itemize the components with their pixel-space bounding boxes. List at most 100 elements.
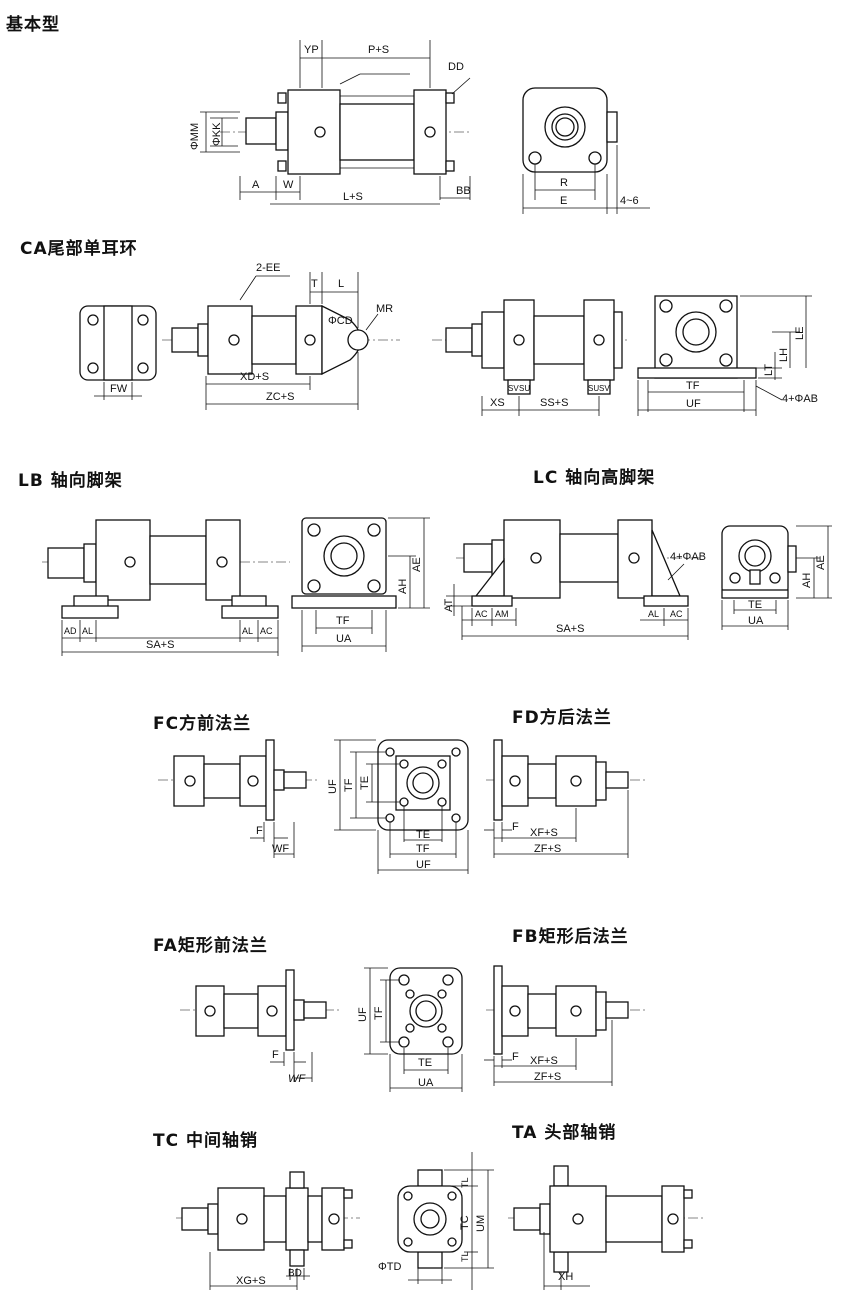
dim-sas-1: SA+S [146, 639, 174, 651]
dim-wf-fa: WF [288, 1073, 306, 1085]
lb-side-view: AD AL AL AC SA+S [42, 519, 290, 656]
dim-r: R [560, 177, 568, 189]
dim-ac-2: AC [475, 609, 488, 619]
dim-tc: TC [459, 1215, 471, 1230]
dim-te-fc-v: TE [359, 776, 371, 790]
title-fa: FA矩形前法兰 [153, 936, 268, 956]
lb-end-view: TF UA AH AE [291, 517, 430, 652]
dim-te-fc: TE [416, 829, 430, 841]
fc-side-view: F WF [158, 739, 318, 858]
title-fc: FC方前法兰 [153, 714, 252, 734]
dim-sss: SS+S [540, 397, 568, 409]
dim-bb: BB [456, 185, 471, 197]
dim-w: W [283, 179, 294, 191]
dim-ac-1: AC [260, 626, 273, 636]
dim-ah-lc: AH [801, 573, 813, 588]
dim-ac-3: AC [670, 609, 683, 619]
dim-uf-fc: UF [327, 779, 339, 794]
ca-clevis-view: FW [79, 305, 157, 400]
fc-flange-view: UF TF TE TE TF UF [327, 739, 469, 874]
dim-ae-lc: AE [815, 555, 827, 570]
dim-ua-fa: UA [418, 1077, 434, 1089]
dim-f-fa: F [272, 1049, 279, 1061]
dim-td: ΦTD [378, 1261, 401, 1273]
dim-cd: ΦCD [328, 315, 353, 327]
dim-tf-fc-v: TF [343, 778, 355, 792]
dim-tf: TF [686, 380, 700, 392]
dim-a: A [252, 179, 260, 191]
dim-l: L [338, 278, 344, 290]
dim-al-3: AL [648, 609, 659, 619]
dim-xh: XH [558, 1271, 573, 1283]
dim-lt: LT [763, 364, 775, 376]
dim-lh: LH [778, 348, 790, 362]
dim-ah-lb: AH [397, 579, 409, 594]
fd-side-view: F XF+S ZF+S [484, 739, 646, 858]
dim-ae-lb: AE [411, 557, 423, 572]
basic-end-view: R E 4~6 [522, 87, 650, 214]
lc-side-view: AT AC AM AL AC SA+S 4+ΦAB [443, 519, 706, 640]
dim-e: E [560, 195, 567, 207]
dim-zfs-fb: ZF+S [534, 1071, 561, 1083]
dim-bd: BD [288, 1268, 302, 1279]
dim-xgs: XG+S [236, 1275, 266, 1287]
dim-t: T [311, 278, 318, 290]
title-tc: TC 中间轴销 [153, 1131, 258, 1151]
dim-ls: L+S [343, 191, 363, 203]
dim-sas-2: SA+S [556, 623, 584, 635]
dim-tl-1: TL [460, 1177, 470, 1188]
dim-uf: UF [686, 398, 701, 410]
dim-ab-lc: 4+ΦAB [670, 551, 706, 563]
dim-xfs-fd: XF+S [530, 827, 558, 839]
dim-zfs-fd: ZF+S [534, 843, 561, 855]
dim-le: LE [794, 327, 806, 340]
basic-side-view [220, 89, 470, 175]
dim-ee: 2-EE [256, 262, 280, 274]
dim-ps: P+S [368, 44, 389, 56]
dim-dd: DD [448, 61, 464, 73]
lc-end-view: TE UA AH AE [721, 525, 832, 630]
dim-tf-fc: TF [416, 843, 430, 855]
dim-ua-lc: UA [748, 615, 764, 627]
dim-ad: AD [64, 626, 77, 636]
title-lb: LB 轴向脚架 [18, 471, 123, 491]
dim-al-1: AL [82, 626, 93, 636]
dim-su-1: SU [519, 384, 530, 393]
dim-al-2: AL [242, 626, 253, 636]
dim-zcs: ZC+S [266, 391, 294, 403]
dim-tl-2: TL [460, 1251, 470, 1262]
dim-xs: XS [490, 397, 505, 409]
dim-ua-lb: UA [336, 633, 352, 645]
dim-tf-lb: TF [336, 615, 350, 627]
dim-f-fb: F [512, 1051, 519, 1063]
basic-side-dims: YP P+S DD ΦMM ΦKK A W L+S BB [189, 40, 471, 205]
tc-end-view: ΦTD TL TC TL UM [378, 1152, 494, 1290]
title-fb: FB矩形后法兰 [512, 927, 629, 947]
dim-kk: ΦKK [211, 122, 223, 146]
dim-xfs-fb: XF+S [530, 1055, 558, 1067]
dim-te-lc: TE [748, 599, 762, 611]
fa-flange-view: UF TF TE UA [357, 967, 463, 1092]
ca-side-foot-view: SV SU SU SV XS SS+S [432, 299, 630, 416]
ta-side-view: XH [508, 1165, 706, 1290]
dim-ab: 4+ΦAB [782, 393, 818, 405]
title-fd: FD方后法兰 [512, 708, 612, 728]
title-ca: CA尾部单耳环 [20, 239, 138, 259]
dim-um: UM [475, 1215, 487, 1232]
dim-su-2: SU [588, 384, 599, 393]
dim-xds: XD+S [240, 371, 269, 383]
dim-fw: FW [110, 383, 128, 395]
dim-mr: MR [376, 303, 393, 315]
ca-side-view: 2-EE T L ΦCD MR XD+S ZC+S [162, 262, 400, 410]
title-ta: TA 头部轴销 [512, 1123, 617, 1143]
dim-sv-2: SV [599, 384, 610, 393]
dim-f-fd: F [512, 821, 519, 833]
title-lc: LC 轴向高脚架 [533, 468, 656, 488]
dim-uf-fc-h: UF [416, 859, 431, 871]
dim-te-fa: TE [418, 1057, 432, 1069]
dim-tf-fa: TF [373, 1006, 385, 1020]
ca-end-foot-view: LT LH LE 4+ΦAB TF UF [637, 295, 818, 416]
dim-yp: YP [304, 44, 319, 56]
fa-side-view: F WF [180, 969, 340, 1085]
